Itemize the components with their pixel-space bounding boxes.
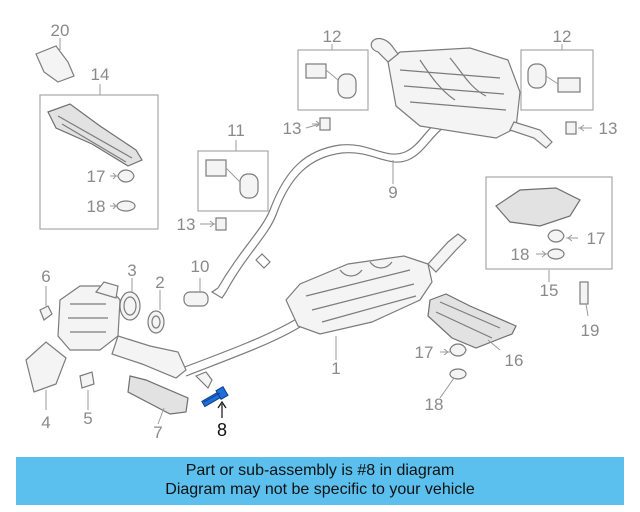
- group-box-12-left: [297, 49, 369, 111]
- callout-10: 10: [191, 257, 210, 276]
- group-box-11: [197, 150, 269, 212]
- banner-line-2: Diagram may not be specific to your vehi…: [165, 481, 475, 498]
- hanger-11: [205, 159, 259, 199]
- callout-12-left: 12: [323, 27, 342, 46]
- center-muffler: [285, 233, 467, 335]
- callout-13-left: 13: [177, 215, 196, 234]
- callout-4: 4: [41, 413, 50, 432]
- banner-line-1: Part or sub-assembly is #8 in diagram: [185, 462, 455, 479]
- callout-9: 9: [388, 183, 397, 202]
- callout-8-highlighted: 8: [217, 420, 227, 440]
- heat-shield-14: [47, 103, 143, 167]
- callout-20: 20: [51, 21, 70, 40]
- callout-18-lower: 18: [425, 395, 444, 414]
- info-banner: Part or sub-assembly is #8 in diagram Di…: [16, 457, 624, 505]
- callout-arrows: [110, 120, 588, 356]
- hanger-12-right: [527, 63, 581, 93]
- callout-16: 16: [505, 351, 524, 370]
- callout-18-box14: 18: [87, 197, 106, 216]
- group-box-12-right: [520, 49, 594, 111]
- callout-17-box14: 17: [87, 167, 106, 186]
- callout-7: 7: [153, 423, 162, 442]
- callout-11: 11: [227, 121, 245, 140]
- group-box-15: [485, 176, 613, 270]
- callout-2: 2: [155, 273, 164, 292]
- callout-13-right: 13: [599, 119, 618, 138]
- callout-13-top: 13: [283, 119, 302, 138]
- callout-18-box15: 18: [511, 245, 530, 264]
- bracket-20: [35, 45, 75, 83]
- group-box-14: [39, 94, 159, 230]
- callout-14: 14: [91, 65, 110, 84]
- callout-15: 15: [540, 281, 559, 300]
- rear-muffler: [370, 37, 553, 149]
- heat-shield-16: [427, 293, 517, 349]
- callout-3: 3: [127, 261, 136, 280]
- hanger-12-left: [305, 63, 357, 99]
- callout-6: 6: [41, 267, 50, 286]
- gaskets-and-clamps: [25, 117, 589, 415]
- catalytic-converter: [57, 281, 187, 379]
- bolt-part-8[interactable]: [201, 385, 229, 408]
- callout-5: 5: [83, 409, 92, 428]
- callout-19: 19: [581, 321, 600, 340]
- heat-shield-15: [495, 187, 581, 227]
- callout-1: 1: [331, 359, 340, 378]
- callout-17-lower: 17: [415, 343, 434, 362]
- callout-12-right: 12: [553, 27, 572, 46]
- exhaust-pipe: [181, 121, 444, 377]
- callout-17-box15: 17: [587, 229, 606, 248]
